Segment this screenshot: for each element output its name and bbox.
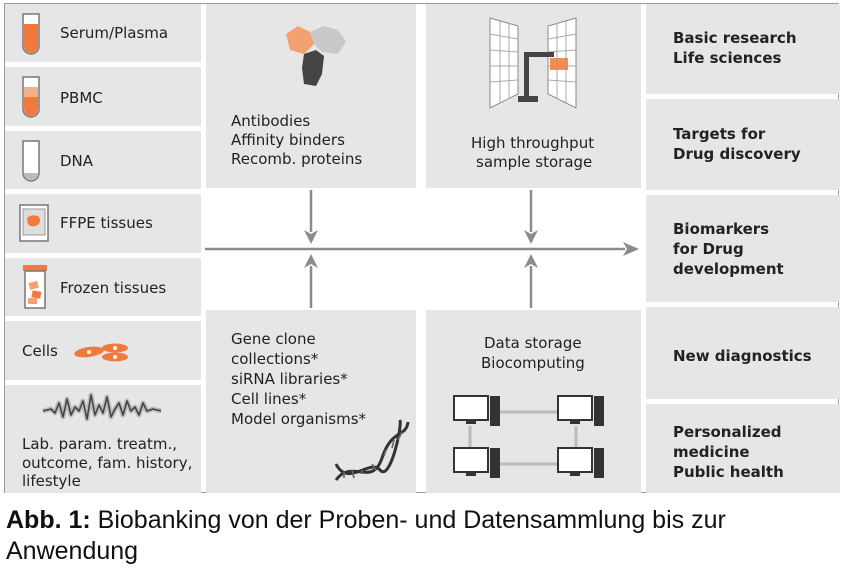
sample-label: DNA bbox=[60, 152, 94, 170]
storage-line-2: sample storage bbox=[476, 153, 593, 171]
data-line-2: Biocomputing bbox=[481, 354, 585, 372]
application-line: New diagnostics bbox=[673, 347, 812, 365]
application-basic-research: Basic research Life sciences bbox=[646, 4, 840, 94]
storage-line-1: High throughput bbox=[471, 134, 595, 152]
frozen-jar-icon bbox=[23, 265, 47, 309]
panel-antibodies: Antibodies Affinity binders Recomb. prot… bbox=[206, 4, 416, 188]
application-line: Life sciences bbox=[673, 49, 782, 67]
data-line-1: Data storage bbox=[484, 334, 582, 352]
tube-empty-icon bbox=[22, 140, 40, 182]
tube-full-icon bbox=[22, 13, 40, 55]
sample-storage-icon bbox=[489, 17, 577, 109]
figure-caption: Abb. 1: Biobanking von der Proben- und D… bbox=[6, 505, 836, 567]
panel-gene-resources: Gene clone collections* siRNA libraries*… bbox=[206, 310, 416, 493]
application-line: Public health bbox=[673, 463, 784, 481]
application-line: Basic research bbox=[673, 29, 797, 47]
waveform-icon bbox=[42, 392, 162, 422]
application-line: Targets for bbox=[673, 125, 766, 143]
application-line: development bbox=[673, 260, 784, 278]
application-biomarkers: Biomarkers for Drug development bbox=[646, 195, 840, 302]
sample-label: FFPE tissues bbox=[60, 214, 153, 232]
application-line: Drug discovery bbox=[673, 145, 801, 163]
sample-serum: Serum/Plasma bbox=[5, 4, 201, 62]
panel-storage: High throughput sample storage bbox=[426, 4, 641, 188]
sample-cells: Cells bbox=[5, 321, 201, 380]
application-line: for Drug bbox=[673, 240, 744, 258]
application-personalized: Personalized medicine Public health bbox=[646, 404, 840, 493]
ffpe-block-icon bbox=[19, 204, 49, 242]
clinical-line-2: outcome, fam. history, bbox=[22, 454, 193, 472]
panel-data-storage: Data storage Biocomputing bbox=[426, 310, 641, 493]
cells-icon bbox=[74, 343, 128, 362]
application-line: medicine bbox=[673, 443, 750, 461]
diagram-frame: Serum/Plasma PBMC DNA FFPE tissues bbox=[4, 3, 840, 493]
gene-line-3: siRNA libraries* bbox=[231, 370, 348, 388]
gene-line-4: Cell lines* bbox=[231, 390, 307, 408]
gene-line-5: Model organisms* bbox=[231, 410, 367, 428]
antibody-icon bbox=[286, 26, 346, 86]
clinical-line-1: Lab. param. treatm., bbox=[22, 435, 177, 453]
tube-layered-icon bbox=[22, 76, 40, 118]
antibodies-line-2: Affinity binders bbox=[231, 131, 345, 149]
clinical-line-3: lifestyle bbox=[22, 472, 81, 490]
sample-frozen: Frozen tissues bbox=[5, 258, 201, 316]
sample-clinical: Lab. param. treatm., outcome, fam. histo… bbox=[5, 385, 201, 493]
computer-icon bbox=[453, 395, 500, 426]
computer-network-icon bbox=[453, 395, 604, 478]
antibodies-line-3: Recomb. proteins bbox=[231, 150, 363, 168]
gene-line-1: Gene clone bbox=[231, 330, 316, 348]
sample-label: Cells bbox=[22, 342, 58, 360]
sample-label: PBMC bbox=[60, 89, 103, 107]
caption-text: Biobanking von der Proben- und Datensamm… bbox=[6, 506, 726, 565]
application-line: Personalized bbox=[673, 423, 782, 441]
gene-line-2: collections* bbox=[231, 350, 319, 368]
sample-ffpe: FFPE tissues bbox=[5, 194, 201, 253]
antibodies-line-1: Antibodies bbox=[231, 112, 311, 130]
sample-pbmc: PBMC bbox=[5, 67, 201, 126]
flow-arrows bbox=[205, 190, 639, 308]
caption-prefix: Abb. 1: bbox=[6, 506, 91, 534]
sample-dna: DNA bbox=[5, 131, 201, 189]
application-diagnostics: New diagnostics bbox=[646, 307, 840, 399]
sample-label: Frozen tissues bbox=[60, 279, 167, 297]
application-targets: Targets for Drug discovery bbox=[646, 99, 840, 190]
application-line: Biomarkers bbox=[673, 220, 770, 238]
sample-label: Serum/Plasma bbox=[60, 24, 169, 42]
dna-icon bbox=[334, 419, 410, 481]
